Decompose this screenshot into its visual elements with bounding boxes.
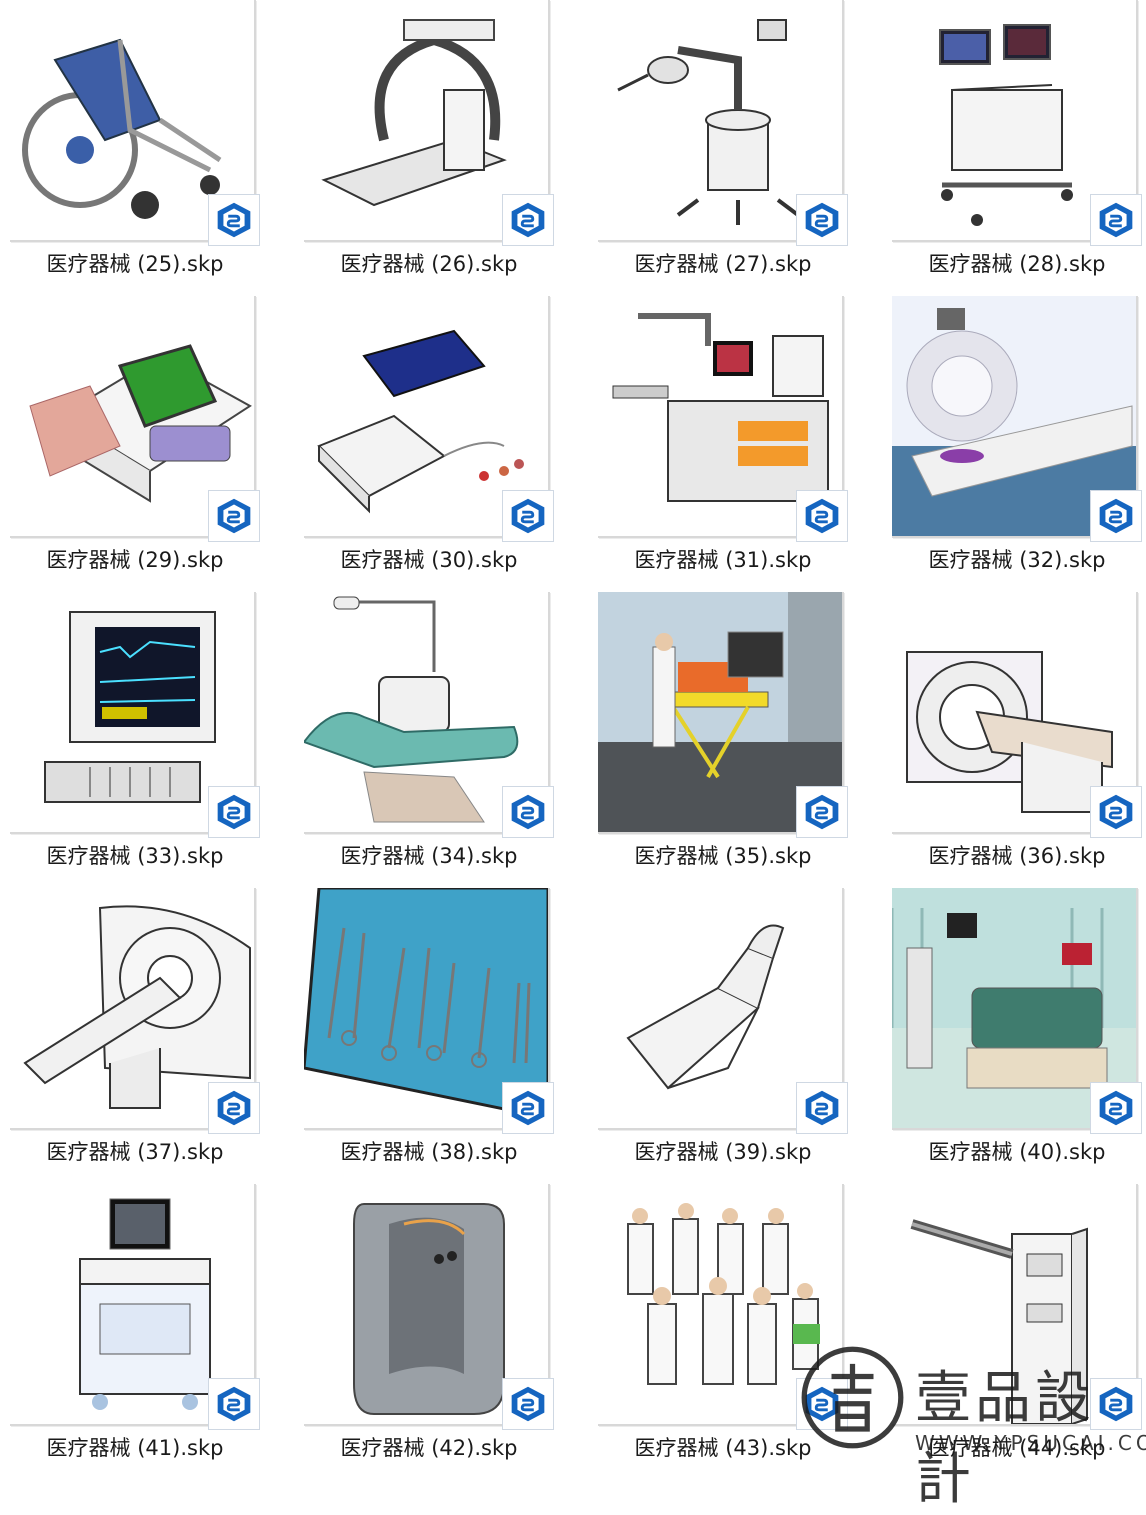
file-name: 医疗器械 (36).skp (928, 844, 1106, 868)
file-name: 医疗器械 (37).skp (46, 1140, 224, 1164)
file-name: 医疗器械 (25).skp (46, 252, 224, 276)
sketchup-icon (1090, 1082, 1142, 1134)
sketchup-icon (502, 490, 554, 542)
sketchup-icon (796, 1082, 848, 1134)
file-item[interactable]: 医疗器械 (37).skp (0, 888, 294, 1184)
file-name: 医疗器械 (30).skp (340, 548, 518, 572)
file-thumbnail (598, 592, 844, 834)
file-name: 医疗器械 (44).skp (928, 1436, 1106, 1460)
sketchup-icon (208, 490, 260, 542)
file-item[interactable]: 医疗器械 (33).skp (0, 592, 294, 888)
file-name: 医疗器械 (40).skp (928, 1140, 1106, 1164)
sketchup-icon (1090, 194, 1142, 246)
sketchup-icon (208, 194, 260, 246)
sketchup-icon (208, 1378, 260, 1430)
file-item[interactable]: 医疗器械 (42).skp (294, 1184, 588, 1480)
file-thumbnail (598, 296, 844, 538)
file-name: 医疗器械 (41).skp (46, 1436, 224, 1460)
sketchup-icon (1090, 1378, 1142, 1430)
file-name: 医疗器械 (31).skp (634, 548, 812, 572)
sketchup-icon (796, 786, 848, 838)
sketchup-icon (1090, 786, 1142, 838)
file-name: 医疗器械 (33).skp (46, 844, 224, 868)
file-thumbnail (892, 592, 1138, 834)
sketchup-icon (208, 786, 260, 838)
file-name: 医疗器械 (35).skp (634, 844, 812, 868)
file-item[interactable]: 医疗器械 (41).skp (0, 1184, 294, 1480)
sketchup-icon (796, 490, 848, 542)
sketchup-icon (502, 786, 554, 838)
file-name: 医疗器械 (39).skp (634, 1140, 812, 1164)
file-name: 医疗器械 (28).skp (928, 252, 1106, 276)
sketchup-icon (208, 1082, 260, 1134)
sketchup-icon (796, 194, 848, 246)
file-name: 医疗器械 (38).skp (340, 1140, 518, 1164)
sketchup-icon (502, 194, 554, 246)
file-item[interactable]: 医疗器械 (34).skp (294, 592, 588, 888)
file-item[interactable]: 医疗器械 (31).skp (588, 296, 882, 592)
file-thumbnail (892, 296, 1138, 538)
file-name: 医疗器械 (29).skp (46, 548, 224, 572)
file-name: 医疗器械 (27).skp (634, 252, 812, 276)
file-item[interactable]: 医疗器械 (26).skp (294, 0, 588, 296)
file-thumbnail (892, 1184, 1138, 1426)
file-item[interactable]: 医疗器械 (38).skp (294, 888, 588, 1184)
file-grid: 医疗器械 (25).skp 医疗器械 (26).skp 医疗器械 (27).skp 医… (0, 0, 1146, 1460)
sketchup-icon (502, 1082, 554, 1134)
file-item[interactable]: 医疗器械 (32).skp (882, 296, 1146, 592)
sketchup-icon (1090, 490, 1142, 542)
file-item[interactable]: 医疗器械 (43).skp (588, 1184, 882, 1480)
file-name: 医疗器械 (42).skp (340, 1436, 518, 1460)
file-item[interactable]: 医疗器械 (36).skp (882, 592, 1146, 888)
file-name: 医疗器械 (32).skp (928, 548, 1106, 572)
file-name: 医疗器械 (26).skp (340, 252, 518, 276)
file-item[interactable]: 医疗器械 (25).skp (0, 0, 294, 296)
sketchup-icon (796, 1378, 848, 1430)
file-item[interactable]: 医疗器械 (27).skp (588, 0, 882, 296)
file-item[interactable]: 医疗器械 (29).skp (0, 296, 294, 592)
file-item[interactable]: 医疗器械 (39).skp (588, 888, 882, 1184)
file-item[interactable]: 医疗器械 (30).skp (294, 296, 588, 592)
file-thumbnail (10, 0, 256, 242)
file-name: 医疗器械 (43).skp (634, 1436, 812, 1460)
file-name: 医疗器械 (34).skp (340, 844, 518, 868)
file-item[interactable]: 医疗器械 (40).skp (882, 888, 1146, 1184)
file-item[interactable]: 医疗器械 (28).skp (882, 0, 1146, 296)
file-item[interactable]: 医疗器械 (44).skp (882, 1184, 1146, 1480)
sketchup-icon (502, 1378, 554, 1430)
file-item[interactable]: 医疗器械 (35).skp (588, 592, 882, 888)
